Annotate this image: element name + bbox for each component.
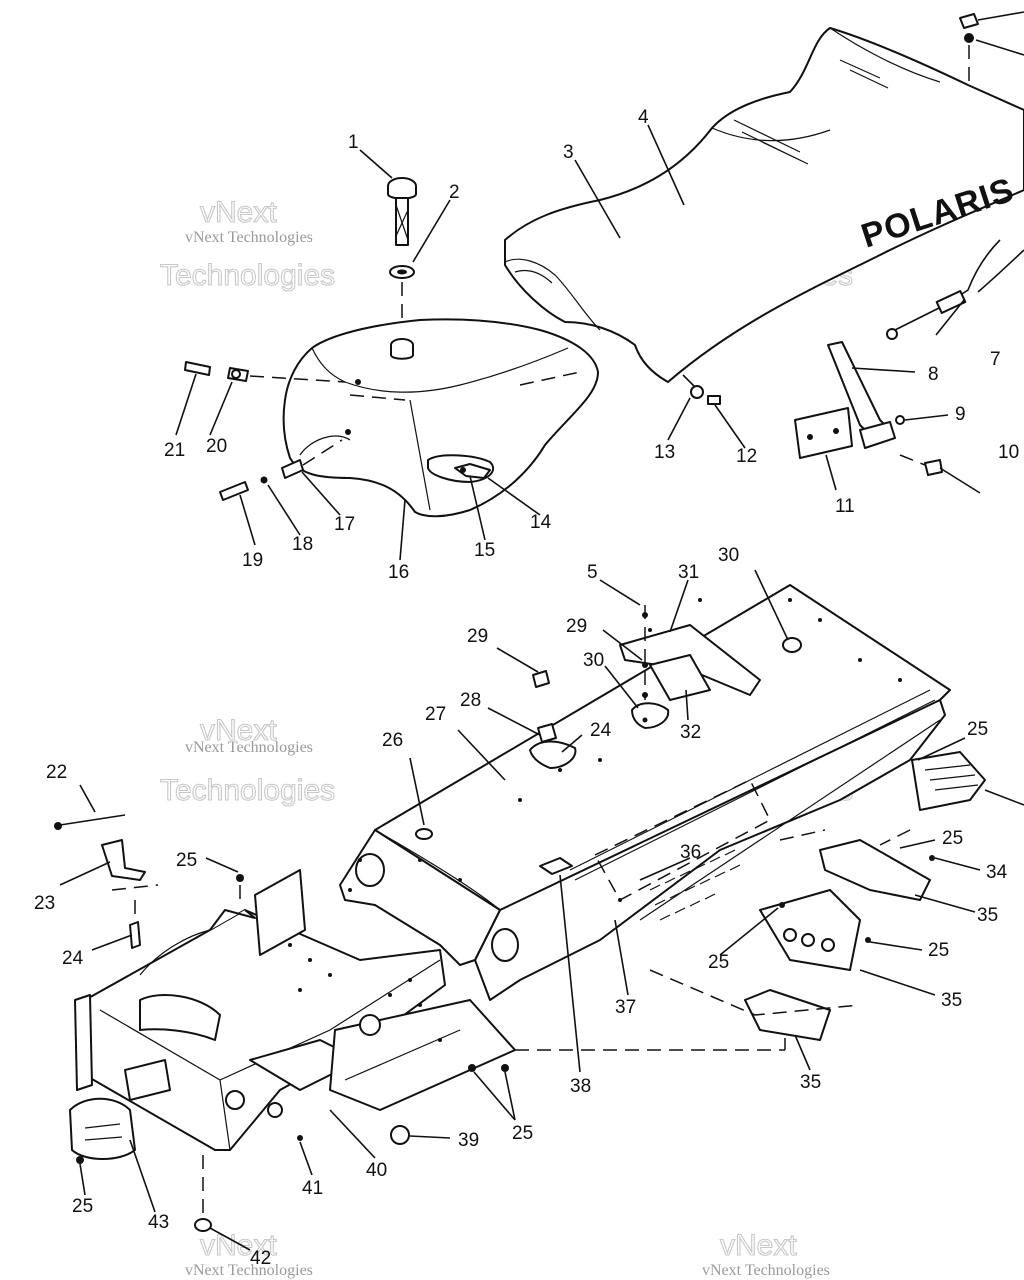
- front-frame: [74, 869, 516, 1151]
- left-brackets: [54, 814, 159, 949]
- callout-25-right: 25: [942, 828, 963, 849]
- fuel-tank: [282, 318, 599, 518]
- center-mounting-parts: [529, 605, 761, 769]
- svg-text:Technologies: Technologies: [160, 259, 335, 292]
- callout-43: 43: [148, 1212, 169, 1233]
- callout-7: 7: [990, 349, 1001, 370]
- callout-5: 5: [587, 562, 598, 583]
- callout-25-left: 25: [176, 850, 197, 871]
- callout-17: 17: [334, 514, 355, 535]
- svg-text:vNext Technologies: vNext Technologies: [185, 1262, 313, 1279]
- callout-24-center: 24: [590, 720, 612, 741]
- callout-30-right: 30: [718, 545, 739, 566]
- front-bumper: [69, 1097, 136, 1164]
- callout-29-right: 29: [566, 616, 587, 637]
- callout-31: 31: [678, 562, 699, 583]
- wire-harness: [886, 239, 1024, 340]
- callout-9: 9: [955, 404, 966, 425]
- callout-14: 14: [530, 512, 552, 533]
- fuel-fittings: [184, 361, 491, 501]
- watermark-top-left: vNext vNext Technologies Technologies: [159, 195, 335, 292]
- callout-21: 21: [164, 440, 185, 461]
- callout-13: 13: [654, 442, 675, 463]
- svg-text:vNext: vNext: [200, 1229, 277, 1262]
- top-right-fasteners: [959, 11, 1024, 85]
- callout-36: 36: [680, 842, 701, 863]
- callout-25-right-lower: 25: [928, 940, 949, 961]
- callout-28: 28: [460, 690, 481, 711]
- callout-30-left: 30: [583, 650, 604, 671]
- callout-37: 37: [615, 997, 636, 1018]
- watermark-bottom-left: vNext vNext Technologies: [185, 1228, 313, 1279]
- callout-24-left: 24: [62, 948, 84, 969]
- callout-42: 42: [250, 1248, 271, 1269]
- chassis-tunnel: [339, 584, 951, 1001]
- callout-18: 18: [292, 534, 313, 555]
- svg-text:vNext Technologies: vNext Technologies: [185, 229, 313, 246]
- callout-39: 39: [458, 1130, 479, 1151]
- callout-11: 11: [835, 496, 855, 517]
- callout-40: 40: [366, 1160, 387, 1181]
- callout-29-left: 29: [467, 626, 488, 647]
- callout-4: 4: [638, 107, 649, 128]
- svg-text:vNext: vNext: [200, 196, 277, 229]
- callout-10: 10: [998, 442, 1019, 463]
- callout-38: 38: [570, 1076, 591, 1097]
- callout-27: 27: [425, 704, 446, 725]
- callout-34: 34: [986, 862, 1008, 883]
- callout-35-bottom: 35: [800, 1072, 821, 1093]
- svg-text:vNext: vNext: [200, 714, 277, 747]
- callout-35-right-lower: 35: [941, 990, 962, 1011]
- svg-text:vNext Technologies: vNext Technologies: [185, 739, 313, 756]
- callout-15: 15: [474, 540, 495, 561]
- rivets: [194, 874, 786, 1232]
- watermark-middle-left: vNext vNext Technologies Technologies: [159, 713, 335, 807]
- callout-20: 20: [206, 436, 227, 457]
- svg-text:vNext: vNext: [720, 1229, 797, 1262]
- callout-8: 8: [928, 364, 939, 385]
- heat-exchanger-slots: [593, 779, 771, 921]
- callout-35-right: 35: [977, 905, 998, 926]
- watermark-bottom-right: vNext vNext Technologies: [702, 1228, 830, 1279]
- callout-3: 3: [563, 142, 574, 163]
- callout-23: 23: [34, 893, 55, 914]
- svg-text:vNext Technologies: vNext Technologies: [702, 1262, 830, 1279]
- callout-22: 22: [46, 762, 67, 783]
- callout-12: 12: [736, 446, 757, 467]
- callout-32: 32: [680, 722, 701, 743]
- callout-1: 1: [348, 132, 359, 153]
- rear-brackets: [649, 751, 1024, 1041]
- callout-19: 19: [242, 550, 263, 571]
- callout-25-upper-right: 25: [967, 719, 988, 740]
- seat-fasteners: [682, 374, 721, 405]
- callout-16: 16: [388, 562, 409, 583]
- leader-lines: [59, 124, 981, 1251]
- callout-25-bottom-left: 25: [72, 1196, 93, 1217]
- seat-assembly: POLARIS: [504, 27, 1024, 383]
- seat-latch-bracket: [794, 341, 981, 494]
- callout-25-bottom: 25: [512, 1123, 533, 1144]
- callout-25-center-right: 25: [708, 952, 729, 973]
- callout-2: 2: [449, 182, 460, 203]
- callout-labels: 1 2 3 4 5 7 8 9 10 11 12 13 14 15 16 17 …: [34, 107, 1019, 1269]
- svg-text:Technologies: Technologies: [160, 774, 335, 807]
- callout-26: 26: [382, 730, 403, 751]
- fuel-cap: [387, 177, 417, 335]
- callout-41: 41: [302, 1178, 323, 1199]
